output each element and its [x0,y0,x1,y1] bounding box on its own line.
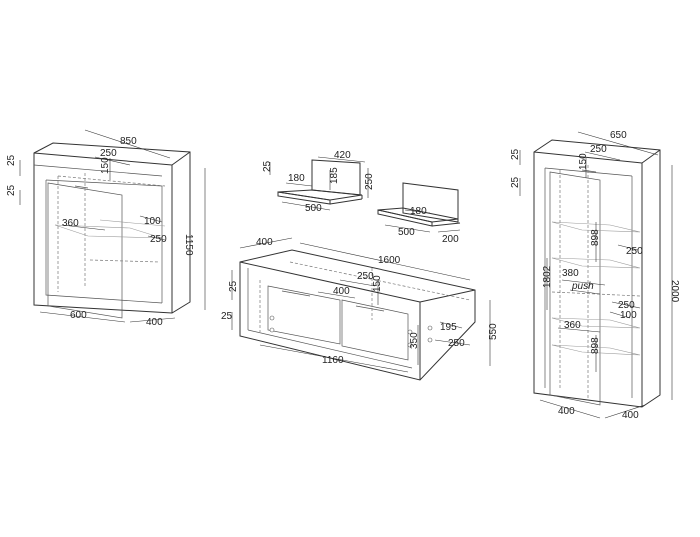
dim-500: 500 [305,203,322,214]
dim-100: 100 [620,310,637,321]
dim-898-upper: 898 [590,229,601,246]
dim-250-a: 250 [626,246,643,257]
wall-shelf-large [269,156,369,211]
dim-185: 185 [329,167,340,184]
dim-25-bottom: 25 [221,311,233,322]
shelf-small-dimensions: 180 500 200 [398,206,459,245]
dim-400: 400 [146,317,163,328]
dim-360: 360 [564,320,581,331]
dim-2000: 2000 [669,280,680,303]
dim-195: 195 [440,322,457,333]
dim-200: 200 [442,234,459,245]
push-label: push [571,281,594,292]
dim-1150: 1150 [183,234,194,256]
wardrobe-dimensions: 650 250 150 25 25 898 250 1802 380 push … [510,130,680,421]
dim-25-side: 25 [510,176,521,188]
dim-400-front: 400 [558,406,575,417]
dim-250: 250 [364,173,375,190]
dim-150: 150 [372,275,383,292]
dim-400: 400 [256,237,273,248]
dim-250: 250 [100,148,117,159]
shelf-large-dimensions: 420 25 180 185 250 500 [262,150,375,214]
dim-180: 180 [288,173,305,184]
wardrobe [519,131,673,419]
dim-420: 420 [334,150,351,161]
dim-360: 360 [62,218,79,229]
dim-550: 550 [488,323,499,340]
dim-250-b: 250 [618,300,635,311]
dim-600: 600 [70,310,87,321]
dim-250: 250 [357,271,374,282]
dim-25-top: 25 [228,280,239,292]
dim-400-drawer: 400 [333,286,350,297]
dim-350: 350 [409,332,420,349]
dim-150: 150 [578,153,589,170]
left-cabinet [19,129,206,323]
dim-100: 100 [144,216,161,227]
dim-898-lower: 898 [590,337,601,354]
dim-1600: 1600 [378,255,401,266]
wall-shelf-small [377,182,461,233]
dim-25: 25 [262,160,273,172]
dim-25-top: 25 [6,154,17,166]
dim-25-side: 25 [6,184,17,196]
dim-400-side: 400 [622,410,639,421]
dim-250: 250 [590,144,607,155]
dim-25-top: 25 [510,148,521,160]
dim-500: 500 [398,227,415,238]
tv-stand [231,237,491,381]
dim-1160: 1160 [322,355,344,366]
tv-stand-dimensions: 400 1600 25 25 250 400 150 195 550 350 2… [221,237,499,366]
dim-380: 380 [562,268,579,279]
dim-250-shelf: 250 [448,338,465,349]
dim-180: 180 [410,206,427,217]
left-cabinet-dimensions: 850 250 150 25 25 360 100 250 1150 600 4… [6,136,194,328]
dim-150: 150 [100,157,111,174]
dim-1802: 1802 [542,265,553,288]
dim-850: 850 [120,136,137,147]
dim-650: 650 [610,130,627,141]
dim-250-shelf: 250 [150,234,167,245]
